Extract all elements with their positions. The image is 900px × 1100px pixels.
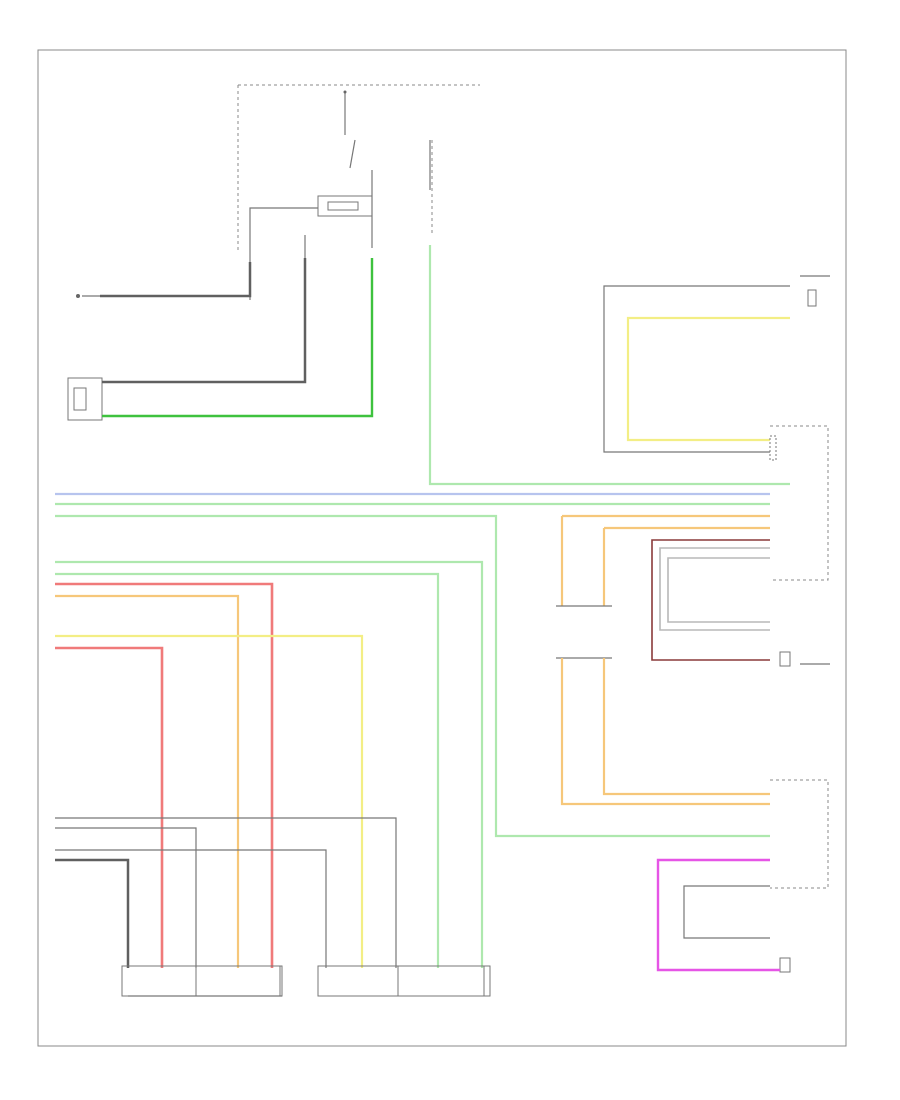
darkred-wire bbox=[651, 539, 770, 661]
evaporator-temp-sensor bbox=[683, 885, 791, 973]
actuator-red-1 bbox=[55, 582, 274, 968]
floor-door-actuator bbox=[317, 965, 491, 997]
orange-hvac-wire-1 bbox=[560, 658, 770, 806]
ignition-switch-group bbox=[237, 84, 480, 250]
actuator-yellow bbox=[55, 634, 364, 968]
ac-compressor-clutch bbox=[67, 377, 103, 421]
actuator-gray-3 bbox=[55, 849, 327, 968]
gray-wire-1 bbox=[659, 547, 770, 631]
ambient-air-temp-sensor bbox=[800, 275, 830, 307]
ac-fuse bbox=[317, 195, 373, 217]
actuator-ground-wire bbox=[55, 858, 130, 968]
gray-wire-2 bbox=[667, 557, 770, 623]
actuator-green-1 bbox=[55, 560, 484, 968]
actuator-gray-2 bbox=[55, 827, 197, 968]
magenta-wire bbox=[656, 858, 780, 972]
relay-to-clutch-wire bbox=[102, 258, 307, 384]
sensor-signal-wire bbox=[603, 285, 790, 453]
engine-control-module bbox=[769, 425, 829, 581]
relay-wire-left bbox=[100, 262, 252, 298]
ac-refrigerant-pressure-sensor bbox=[779, 651, 830, 667]
actuator-green-2 bbox=[55, 572, 440, 968]
actuator-red-2 bbox=[55, 646, 164, 968]
actuator-gray-1 bbox=[55, 817, 397, 968]
hvac-control-module bbox=[770, 779, 829, 889]
diagram-frame bbox=[37, 49, 847, 1047]
clutch-feed-green bbox=[102, 258, 374, 418]
ignition-feed-green bbox=[428, 245, 790, 486]
actuator-orange bbox=[55, 594, 240, 968]
sensor-yellow-wire bbox=[626, 316, 790, 442]
mode-door-actuator bbox=[121, 965, 283, 997]
green-bus-wire-2 bbox=[55, 514, 770, 838]
inline-connector bbox=[556, 605, 612, 659]
fuse-feed-wire bbox=[249, 207, 318, 250]
orange-hvac-wire-2 bbox=[602, 658, 770, 796]
